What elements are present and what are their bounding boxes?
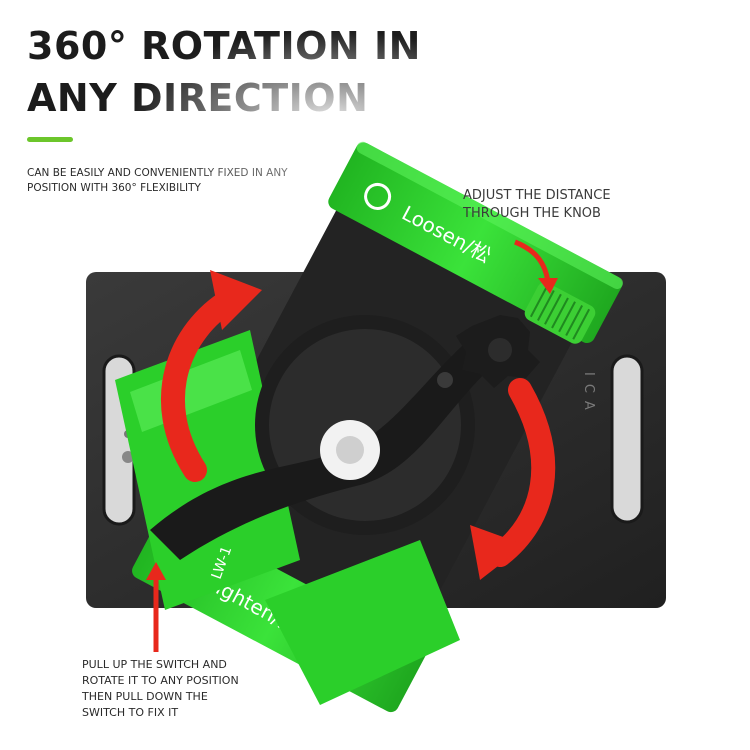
knob-adjust-note: ADJUST THE DISTANCE THROUGH THE KNOB bbox=[463, 187, 611, 223]
right-slot bbox=[610, 354, 644, 524]
knob-note-line-1: ADJUST THE DISTANCE bbox=[463, 188, 611, 203]
switch-note-line-2: ROTATE IT TO ANY POSITION bbox=[82, 674, 239, 687]
pointer-arrow-icon bbox=[146, 562, 166, 652]
intro-line-2: POSITION WITH 360° FLEXIBILITY bbox=[27, 182, 201, 194]
knob-note-line-2: THROUGH THE KNOB bbox=[463, 206, 601, 221]
lever-arm bbox=[150, 327, 507, 560]
knurled-knob-icon bbox=[524, 282, 596, 344]
plate-screw bbox=[122, 451, 134, 463]
loosen-rotation-icon bbox=[364, 182, 392, 210]
star-knob-icon bbox=[456, 315, 540, 388]
switch-note-line-1: PULL UP THE SWITCH AND bbox=[82, 658, 227, 671]
switch-note: PULL UP THE SWITCH AND ROTATE IT TO ANY … bbox=[82, 657, 239, 721]
switch-note-line-3: THEN PULL DOWN THE bbox=[82, 690, 208, 703]
rotation-arrow-icon bbox=[470, 378, 556, 580]
plate-brand: ICA bbox=[581, 372, 596, 418]
rotation-arrow-icon bbox=[160, 270, 262, 482]
bottom-jaw bbox=[265, 540, 460, 705]
light-glow bbox=[130, 30, 530, 210]
accent-bar bbox=[27, 137, 73, 142]
pointer-arrow-icon bbox=[514, 239, 558, 294]
switch-note-line-4: SWITCH TO FIX IT bbox=[82, 706, 179, 719]
